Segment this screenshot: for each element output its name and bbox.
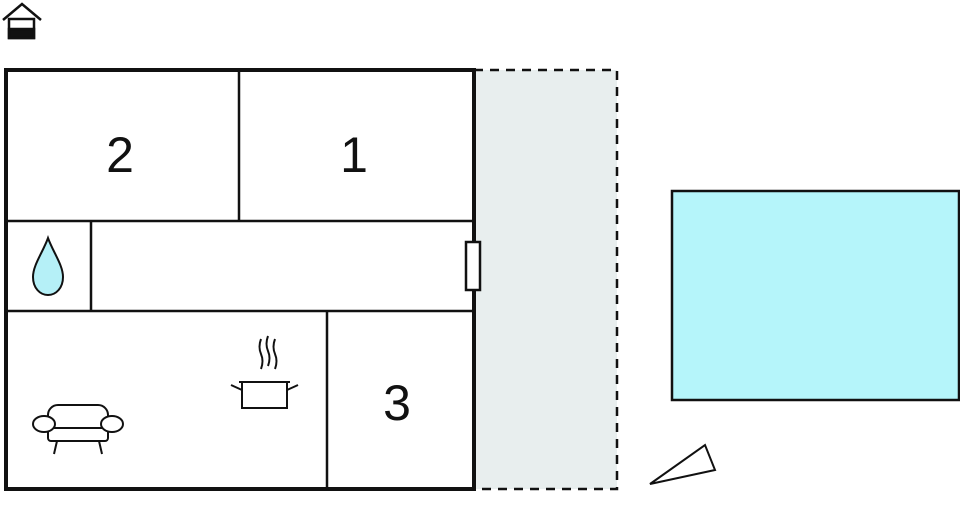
room-label-bedroom-2: 2 [106,127,134,183]
water-drop-icon [31,235,65,297]
north-arrow-icon [649,443,717,485]
room-label-bedroom-1: 1 [340,127,368,183]
terrace-area [472,68,619,491]
entrance-door [464,240,482,292]
house-ground-floor-icon [2,2,42,40]
interior-walls [6,70,474,489]
cooking-pot-icon [230,335,299,409]
swimming-pool [670,189,960,402]
room-label-bedroom-3: 3 [383,375,411,431]
sofa-icon [32,404,124,455]
